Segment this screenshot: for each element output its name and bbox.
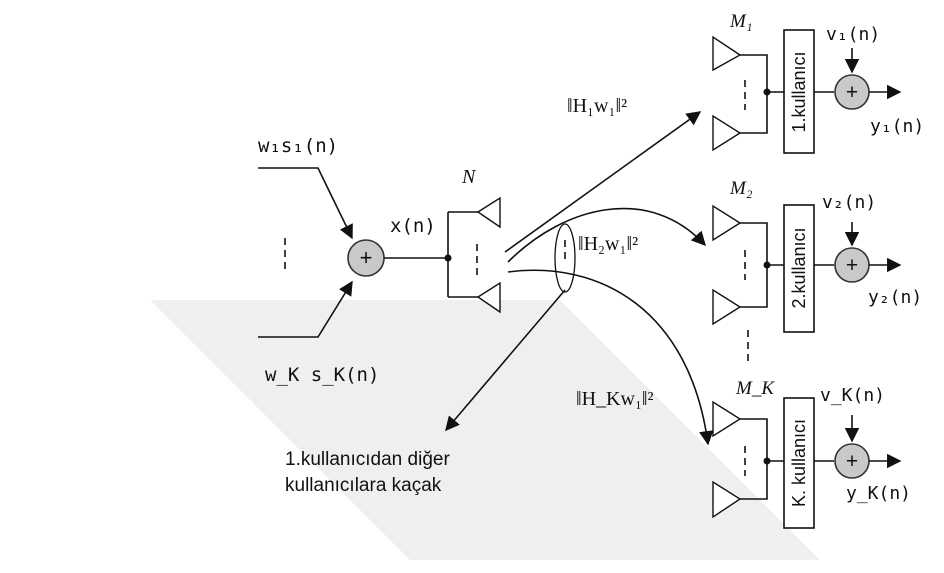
- rx-K-adder-symbol: +: [846, 450, 858, 473]
- leakage-note-line-2: kullanıcılara kaçak: [285, 475, 442, 496]
- rx-1-bus: [740, 54, 768, 134]
- rx-2-bus: [740, 222, 768, 308]
- rx-K-antenna-count: M_K: [735, 378, 775, 399]
- tx-antenna-icon: [476, 196, 501, 229]
- source-top-line: [258, 167, 353, 240]
- rx-2-noise-label: v₂(n): [822, 192, 876, 213]
- source-bottom-line: [258, 280, 353, 338]
- rx-2-output-label: y₂(n): [868, 287, 922, 308]
- rx-K-noise-label: v_K(n): [820, 385, 885, 406]
- rx-antenna-icon: [712, 480, 742, 519]
- rx-1-user-label: 1.kullanıcı: [789, 51, 809, 132]
- beam-to-user-2: [507, 207, 706, 263]
- rx-K-output-label: y_K(n): [846, 483, 911, 504]
- tx-adder: +: [347, 239, 385, 277]
- source-top-label: w₁s₁(n): [258, 135, 338, 157]
- rx-2-adder-symbol: +: [846, 254, 858, 277]
- beam-to-user-K: [507, 269, 714, 446]
- leakage-note-line-1: 1.kullanıcıdan diğer: [285, 449, 450, 470]
- gain-label-K: ‖H_Kw₁‖²: [576, 388, 654, 410]
- receiver-1: M₁ 1.kullanıcı + v₁(n) y₁(n): [712, 11, 924, 154]
- tx-adder-symbol: +: [360, 245, 373, 270]
- rx-2-antenna-count: M₂: [729, 178, 753, 199]
- rx-K-user-label: K. kullanıcı: [789, 419, 809, 507]
- gain-label-2: ‖H₂w₁‖²: [578, 233, 638, 255]
- leakage-ellipse: [554, 223, 576, 293]
- rx-antenna-icon: [712, 35, 742, 72]
- rx-1-output-label: y₁(n): [870, 116, 924, 137]
- rx-K-user-box: [783, 397, 815, 529]
- tx-antenna-icon: [476, 281, 501, 314]
- rx-antenna-icon: [712, 288, 742, 326]
- leakage-arrow: [445, 289, 566, 432]
- receiver-K: M_K K. kullanıcı + v_K(n) y_K(n): [712, 378, 911, 529]
- tx-antenna-count: N: [461, 166, 477, 188]
- rx-2-user-label: 2.kullanıcı: [789, 227, 809, 308]
- rx-antenna-icon: [712, 204, 742, 242]
- receiver-2: M₂ 2.kullanıcı + v₂(n) y₂(n): [712, 178, 922, 333]
- gain-label-1: ‖H₁w₁‖²: [567, 95, 627, 117]
- source-bottom-label: w_K s_K(n): [265, 364, 379, 386]
- rx-1-adder-symbol: +: [846, 81, 858, 104]
- rx-1-antenna-count: M₁: [729, 11, 752, 32]
- rx-2-user-box: [783, 204, 815, 333]
- sum-signal-label: x(n): [390, 215, 436, 237]
- rx-antenna-icon: [712, 114, 742, 152]
- rx-1-noise-label: v₁(n): [826, 24, 880, 45]
- beam-to-user-1: [504, 111, 702, 253]
- rx-antenna-icon: [712, 400, 742, 438]
